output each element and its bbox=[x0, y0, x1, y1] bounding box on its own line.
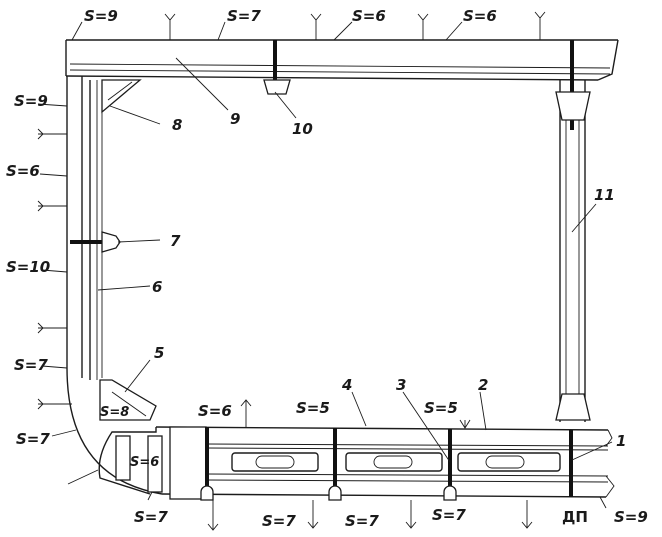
label-inner-1: S=6 bbox=[198, 402, 232, 420]
label-bottom-2: S=7 bbox=[262, 512, 296, 530]
label-keel: S=9 bbox=[614, 508, 648, 526]
label-side-3: S=10 bbox=[6, 258, 50, 276]
label-centerline: ДП bbox=[562, 508, 588, 526]
label-side-4: S=7 bbox=[14, 356, 48, 374]
callout-5: 5 bbox=[154, 344, 164, 362]
label-deck-3: S=6 bbox=[352, 7, 386, 25]
double-bottom-stiffeners bbox=[200, 427, 573, 501]
callout-8: 8 bbox=[172, 116, 182, 134]
label-bottom-3: S=7 bbox=[345, 512, 379, 530]
label-bottom-1: S=7 bbox=[134, 508, 168, 526]
label-floor-bilge: S=6 bbox=[130, 455, 159, 470]
lightening-holes bbox=[231, 452, 561, 472]
label-inner-3: S=5 bbox=[424, 399, 458, 417]
deck-stiffeners bbox=[164, 11, 546, 40]
callout-11: 11 bbox=[594, 186, 615, 204]
callout-6: 6 bbox=[152, 278, 162, 296]
label-bottom-4: S=7 bbox=[432, 506, 466, 524]
label-side-1: S=9 bbox=[14, 92, 48, 110]
pillar-11 bbox=[555, 40, 591, 422]
bracket-8 bbox=[101, 79, 142, 114]
leader-lines bbox=[37, 21, 613, 509]
knee-7 bbox=[70, 231, 121, 253]
label-bilge: S=7 bbox=[16, 430, 50, 448]
margin-plate bbox=[98, 426, 207, 500]
label-inner-2: S=5 bbox=[296, 399, 330, 417]
label-side-2: S=6 bbox=[6, 162, 40, 180]
bilge-bracket-5 bbox=[99, 379, 157, 421]
side-plating bbox=[66, 76, 163, 495]
callout-4: 4 bbox=[341, 376, 352, 394]
side-stiffeners bbox=[37, 128, 99, 485]
callout-10: 10 bbox=[292, 120, 313, 138]
label-bracket-bilge: S=8 bbox=[100, 405, 129, 420]
callout-2: 2 bbox=[478, 376, 488, 394]
bottom-ticks bbox=[207, 399, 533, 531]
callout-1: 1 bbox=[616, 432, 626, 450]
deck-girder-10 bbox=[263, 40, 291, 95]
callout-7: 7 bbox=[170, 232, 181, 250]
label-deck-1: S=9 bbox=[84, 7, 118, 25]
label-deck-4: S=6 bbox=[463, 7, 497, 25]
inner-bottom bbox=[155, 426, 613, 451]
deck-plating bbox=[65, 39, 619, 81]
callout-3: 3 bbox=[396, 376, 406, 394]
bottom-shell bbox=[161, 473, 615, 498]
label-deck-2: S=7 bbox=[227, 7, 261, 25]
callout-9: 9 bbox=[230, 110, 240, 128]
